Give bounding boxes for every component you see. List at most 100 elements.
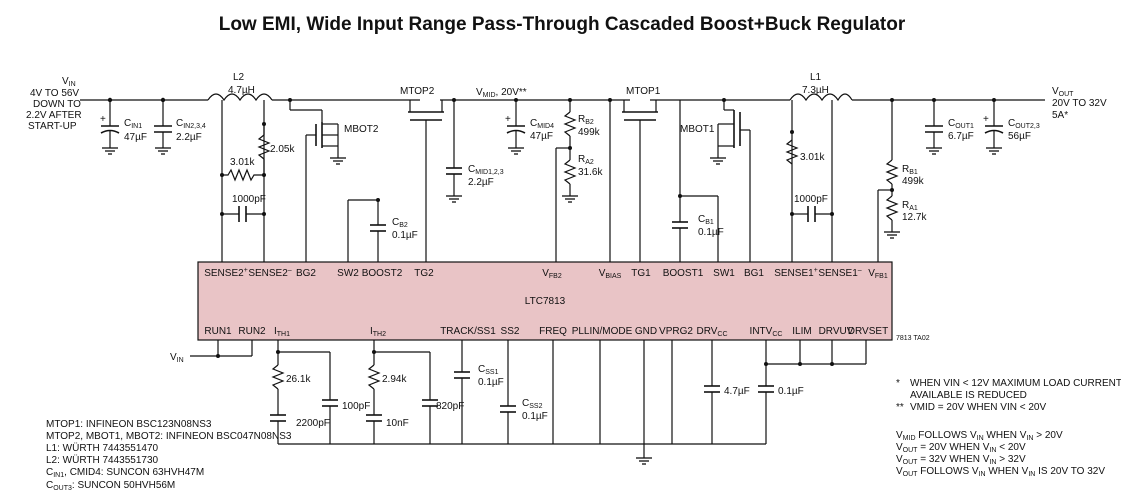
svg-text:0.1µF: 0.1µF bbox=[522, 411, 548, 422]
svg-text:COUT3: SUNCON 50HVH56M: COUT3: SUNCON 50HVH56M bbox=[46, 480, 175, 492]
drvcc-intvcc-network: 4.7µF 0.1µF bbox=[704, 340, 867, 444]
svg-text:7.3µH: 7.3µH bbox=[802, 85, 829, 96]
svg-text:1000pF: 1000pF bbox=[232, 194, 266, 205]
follow-note-0: VMID FOLLOWS VIN WHEN VIN > 20V bbox=[896, 430, 1063, 442]
svg-text:CB1: CB1 bbox=[698, 214, 714, 226]
pin-label-top-5: TG2 bbox=[414, 268, 434, 279]
svg-text:CIN1, CMID4: SUNCON 63HVH47M: CIN1, CMID4: SUNCON 63HVH47M bbox=[46, 467, 204, 479]
svg-text:MBOT1: MBOT1 bbox=[680, 124, 715, 135]
figure-code: 7813 TA02 bbox=[896, 335, 930, 342]
svg-text:RA2: RA2 bbox=[578, 154, 594, 166]
svg-text:RB1: RB1 bbox=[902, 164, 918, 176]
svg-text:MTOP1: INFINEON BSC123N08NS3: MTOP1: INFINEON BSC123N08NS3 bbox=[46, 419, 212, 430]
mbot1-mosfet: MBOT1 bbox=[680, 98, 751, 262]
vout-label: VOUT 20V TO 32V 5A* bbox=[1052, 86, 1107, 121]
pin-label-top-13: SENSE1– bbox=[818, 267, 861, 279]
svg-text:0.1µF: 0.1µF bbox=[778, 386, 804, 397]
svg-text:4V TO 56V: 4V TO 56V bbox=[30, 88, 79, 99]
svg-text:START-UP: START-UP bbox=[28, 121, 77, 132]
cmid4-capacitor: + CMID4 47µF bbox=[505, 98, 554, 155]
svg-text:3.01k: 3.01k bbox=[230, 157, 255, 168]
c-1000pf-right-capacitor: 1000pF bbox=[790, 194, 834, 222]
sw2-boost2-network: CB2 0.1µF bbox=[347, 198, 418, 262]
svg-text:CIN2,3,4: CIN2,3,4 bbox=[176, 118, 206, 130]
pin-label-top-14: VFB1 bbox=[868, 268, 888, 280]
parts-list: MTOP1: INFINEON BSC123N08NS3 MTOP2, MBOT… bbox=[46, 419, 292, 492]
pin-label-bottom-6: FREQ bbox=[539, 326, 567, 337]
svg-text:12.7k: 12.7k bbox=[902, 212, 927, 223]
svg-text:DOWN TO: DOWN TO bbox=[33, 99, 81, 110]
cin1-capacitor: + CIN1 47µF bbox=[100, 97, 147, 155]
svg-text:+: + bbox=[983, 114, 989, 125]
pin-label-bottom-12: ILIM bbox=[792, 326, 811, 337]
mtop1-mosfet: MTOP1 bbox=[622, 86, 661, 262]
vin-label: VIN 4V TO 56V DOWN TO 2.2V AFTER START-U… bbox=[26, 76, 82, 132]
svg-text:2200pF: 2200pF bbox=[296, 418, 330, 429]
pin-label-top-0: SENSE2+ bbox=[204, 267, 248, 279]
footnotes: * WHEN VIN < 12V MAXIMUM LOAD CURRENT AV… bbox=[896, 378, 1121, 478]
svg-text:CMID1,2,3: CMID1,2,3 bbox=[468, 164, 504, 176]
cout1-capacitor: COUT1 6.7µF bbox=[925, 98, 974, 155]
svg-text:MTOP2: MTOP2 bbox=[400, 86, 435, 97]
mbot2-mosfet: MBOT2 bbox=[288, 98, 379, 262]
svg-text:4.7µF: 4.7µF bbox=[724, 386, 750, 397]
svg-text:RA1: RA1 bbox=[902, 200, 918, 212]
follow-note-3: VOUT FOLLOWS VIN WHEN VIN IS 20V TO 32V bbox=[896, 466, 1105, 478]
svg-text:0.1µF: 0.1µF bbox=[478, 377, 504, 388]
c-1000pf-left-capacitor: 1000pF bbox=[220, 194, 266, 222]
ith1-network: 26.1k 2200pF 100pF bbox=[270, 340, 370, 444]
svg-text:COUT2,3: COUT2,3 bbox=[1008, 118, 1040, 130]
pin-label-bottom-3: ITH2 bbox=[370, 326, 386, 338]
pin-label-bottom-11: INTVCC bbox=[750, 326, 783, 338]
svg-text:L2: WÜRTH 7443551730: L2: WÜRTH 7443551730 bbox=[46, 454, 159, 466]
svg-text:+: + bbox=[100, 114, 106, 125]
rb1-ra1-divider: RB1 499k RA1 12.7k bbox=[877, 98, 927, 262]
svg-text:499k: 499k bbox=[578, 127, 601, 138]
svg-text:26.1k: 26.1k bbox=[286, 374, 311, 385]
soft-start-caps: CSS1 0.1µF CSS2 0.1µF bbox=[454, 340, 548, 444]
pin-label-bottom-14: DRVSET bbox=[848, 326, 888, 337]
svg-text:CMID4: CMID4 bbox=[530, 118, 554, 130]
svg-text:47µF: 47µF bbox=[530, 131, 553, 142]
svg-text:MTOP1: MTOP1 bbox=[626, 86, 661, 97]
svg-text:MTOP2, MBOT1, MBOT2: INFINEON: MTOP2, MBOT1, MBOT2: INFINEON BSC047N08N… bbox=[46, 431, 292, 442]
svg-text:0.1µF: 0.1µF bbox=[392, 230, 418, 241]
follow-note-1: VOUT = 20V WHEN VIN < 20V bbox=[896, 442, 1026, 454]
l1-inductor: L1 7.3µH bbox=[789, 72, 853, 262]
pin-label-top-9: BOOST1 bbox=[663, 268, 704, 279]
vbias-wire bbox=[608, 98, 612, 262]
run-vin-network: VIN bbox=[170, 340, 253, 364]
cout2-capacitor: + COUT2,3 56µF bbox=[983, 98, 1040, 155]
svg-text:VMID = 20V WHEN VIN < 20V: VMID = 20V WHEN VIN < 20V bbox=[910, 402, 1046, 413]
svg-text:10nF: 10nF bbox=[386, 418, 409, 429]
pin-label-top-4: BOOST2 bbox=[362, 268, 403, 279]
cin2-capacitor: CIN2,3,4 2.2µF bbox=[154, 97, 206, 155]
svg-text:100pF: 100pF bbox=[342, 401, 370, 412]
svg-text:*: * bbox=[896, 378, 900, 389]
pin-label-bottom-4: TRACK/SS1 bbox=[440, 326, 496, 337]
pin-label-bottom-8: GND bbox=[635, 326, 657, 337]
svg-text:+: + bbox=[505, 114, 511, 125]
pin-label-top-7: VBIAS bbox=[599, 268, 622, 280]
boost1-cb1-network: CB1 0.1µF bbox=[672, 100, 724, 262]
svg-text:3.01k: 3.01k bbox=[800, 152, 825, 163]
pin-label-top-11: BG1 bbox=[744, 268, 764, 279]
svg-text:0.1µF: 0.1µF bbox=[698, 227, 724, 238]
pin-label-top-1: SENSE2– bbox=[248, 267, 291, 279]
ground-bus bbox=[278, 340, 766, 465]
svg-text:2.05k: 2.05k bbox=[270, 144, 295, 155]
pin-label-bottom-10: DRVCC bbox=[696, 326, 727, 338]
follow-note-2: VOUT = 32V WHEN VIN > 32V bbox=[896, 454, 1026, 466]
pin-label-bottom-2: ITH1 bbox=[274, 326, 290, 338]
svg-text:47µF: 47µF bbox=[124, 132, 147, 143]
svg-text:WHEN VIN < 12V MAXIMUM LOAD CU: WHEN VIN < 12V MAXIMUM LOAD CURRENT bbox=[910, 378, 1121, 389]
svg-text:L1: L1 bbox=[810, 72, 822, 83]
ith2-network: 2.94k 10nF 820pF bbox=[366, 340, 464, 444]
svg-text:CSS2: CSS2 bbox=[522, 398, 543, 410]
svg-text:L2: L2 bbox=[233, 72, 245, 83]
r-3k01-right-resistor: 3.01k bbox=[785, 130, 825, 165]
svg-text:2.2V AFTER: 2.2V AFTER bbox=[26, 110, 82, 121]
pin-label-top-3: SW2 bbox=[337, 268, 359, 279]
